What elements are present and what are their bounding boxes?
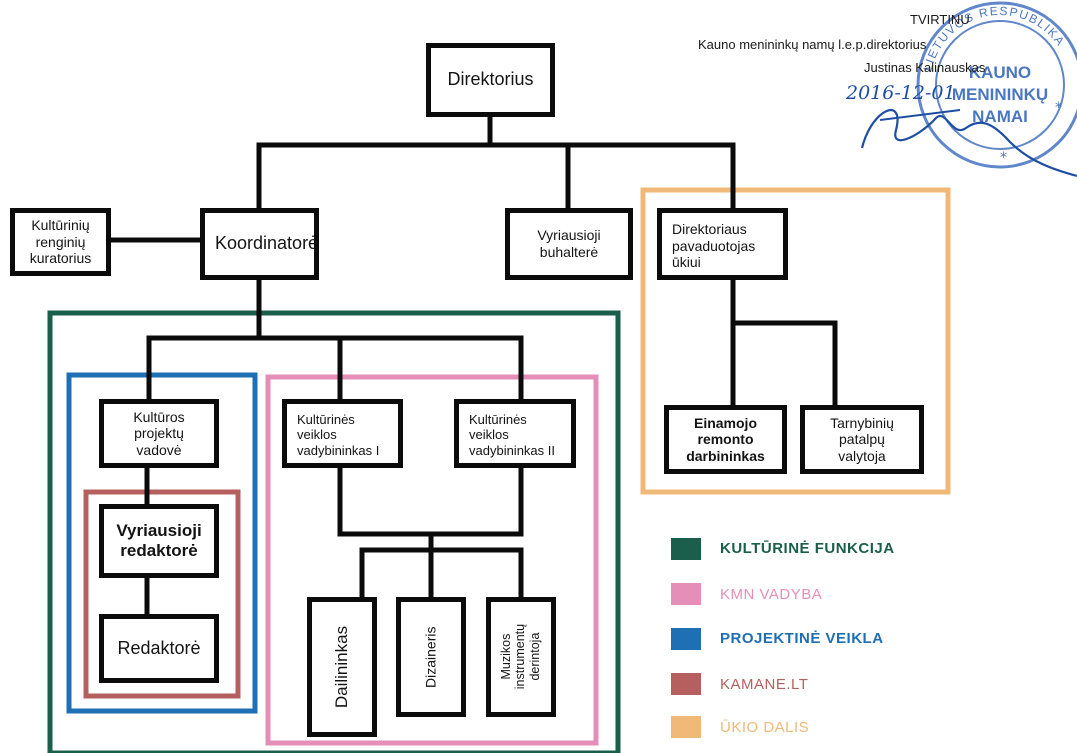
- approval-name: Justinas Kalinauskas: [864, 60, 986, 75]
- node-einamojo-remonto-darbininkas: Einamojo remonto darbininkas: [664, 405, 787, 474]
- node-dizaineris: Dizaineris: [396, 597, 466, 717]
- approval-handwritten-date: 2016-12-01: [846, 82, 956, 104]
- node-dailininkas: Dailininkas: [307, 597, 377, 737]
- node-kulturines-veiklos-vadybininkas-2: Kultūrinės veiklos vadybininkas II: [454, 399, 576, 468]
- node-kulturiniu-renginiu-kuratorius: Kultūrinių renginių kuratorius: [10, 208, 111, 276]
- group-ukio-dalis-frame: [640, 187, 951, 495]
- node-redaktore: Redaktorė: [99, 614, 219, 683]
- stamp-outer-ring: [916, 1, 1077, 169]
- group-kmn-vadyba-frame: [265, 374, 599, 746]
- node-direktoriaus-pavaduotojas: Direktoriaus pavaduotojas ūkiui: [657, 208, 788, 280]
- legend-swatch-ukio-dalis: [671, 716, 701, 738]
- legend-label-projektine-veikla: PROJEKTINĖ VEIKLA: [720, 630, 884, 647]
- legend-label-kulturine-funkcija: KULTŪRINĖ FUNKCIJA: [720, 540, 895, 557]
- node-kulturos-projektu-vadove: Kultūros projektų vadovė: [99, 399, 219, 468]
- stamp-star-bottom: *: [1000, 150, 1007, 166]
- legend-label-kmn-vadyba: KMN VADYBA: [720, 586, 823, 603]
- node-dizaineris-label: Dizaineris: [422, 626, 439, 688]
- stamp-center-line-3: NAMAI: [972, 107, 1028, 126]
- legend-swatch-kmn-vadyba: [671, 583, 701, 605]
- group-projektine-veikla-frame: [66, 372, 258, 714]
- node-direktorius: Direktorius: [426, 43, 555, 117]
- group-kamane-frame: [83, 489, 241, 699]
- node-vyriausioji-redaktore: Vyriausioji redaktorė: [99, 504, 219, 578]
- node-vyriausioji-buhaltere: Vyriausioji buhalterė: [505, 208, 633, 280]
- stamp-center-line-2: MENININKŲ: [952, 85, 1048, 104]
- legend-label-kamane: KAMANE.LT: [720, 676, 809, 693]
- node-muzikos-instrumentu-derintoja-label: Muzikos instrumentų derintoja: [499, 624, 543, 690]
- stamp-star-right: *: [1055, 100, 1062, 116]
- node-muzikos-instrumentu-derintoja: Muzikos instrumentų derintoja: [486, 597, 556, 717]
- legend-swatch-projektine-veikla: [671, 628, 701, 650]
- stamp-inner-ring: [935, 20, 1065, 150]
- stamp-center-line-1: KAUNO: [969, 63, 1031, 82]
- node-tarnybiniu-patalpu-valytoja: Tarnybinių patalpų valytoja: [800, 405, 924, 474]
- group-kulturine-funkcija-frame: [47, 310, 621, 753]
- node-kulturines-veiklos-vadybininkas-1: Kultūrinės veiklos vadybininkas I: [282, 399, 403, 468]
- approval-position-line: Kauno menininkų namų l.e.p.direktorius: [698, 37, 927, 52]
- approval-heading: TVIRTINU: [910, 12, 970, 27]
- legend-swatch-kulturine-funkcija: [671, 538, 701, 560]
- connectors: [108, 114, 838, 617]
- node-dailininkas-label: Dailininkas: [331, 625, 351, 709]
- legend-swatch-kamane: [671, 673, 701, 695]
- signature: [860, 109, 1077, 178]
- node-koordinatore: Koordinatorė: [200, 208, 319, 280]
- legend-label-ukio-dalis: ŪKIO DALIS: [720, 719, 810, 736]
- signature-stroke-2: [879, 109, 961, 121]
